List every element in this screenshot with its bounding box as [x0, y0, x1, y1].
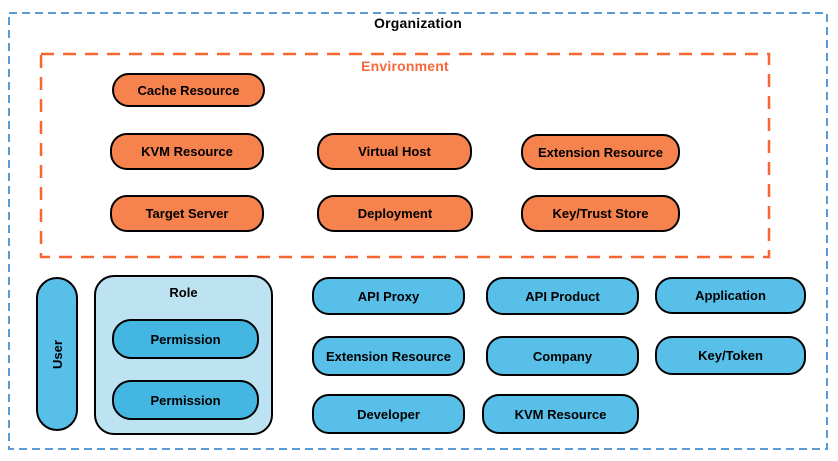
user-label: User — [49, 339, 65, 369]
node-application: Application — [655, 277, 806, 314]
node-extension-resource-env: Extension Resource — [521, 134, 680, 170]
node-api-proxy: API Proxy — [312, 277, 465, 315]
node-permission-1: Permission — [112, 319, 259, 359]
node-key-token: Key/Token — [655, 336, 806, 375]
node-extension-resource-org: Extension Resource — [312, 336, 465, 376]
node-developer: Developer — [312, 394, 465, 434]
node-virtual-host: Virtual Host — [317, 133, 472, 170]
node-cache-resource: Cache Resource — [112, 73, 265, 107]
node-deployment: Deployment — [317, 195, 473, 232]
node-key-trust-store: Key/Trust Store — [521, 195, 680, 232]
node-kvm-resource-env: KVM Resource — [110, 133, 264, 170]
node-target-server: Target Server — [110, 195, 264, 232]
node-kvm-resource-org: KVM Resource — [482, 394, 639, 434]
node-user: User — [36, 277, 78, 431]
role-group: Role Permission Permission — [94, 275, 273, 435]
organization-label: Organization — [374, 15, 462, 31]
node-api-product: API Product — [486, 277, 639, 315]
node-permission-2: Permission — [112, 380, 259, 420]
node-company: Company — [486, 336, 639, 376]
environment-label: Environment — [361, 58, 449, 74]
role-label: Role — [169, 285, 198, 300]
